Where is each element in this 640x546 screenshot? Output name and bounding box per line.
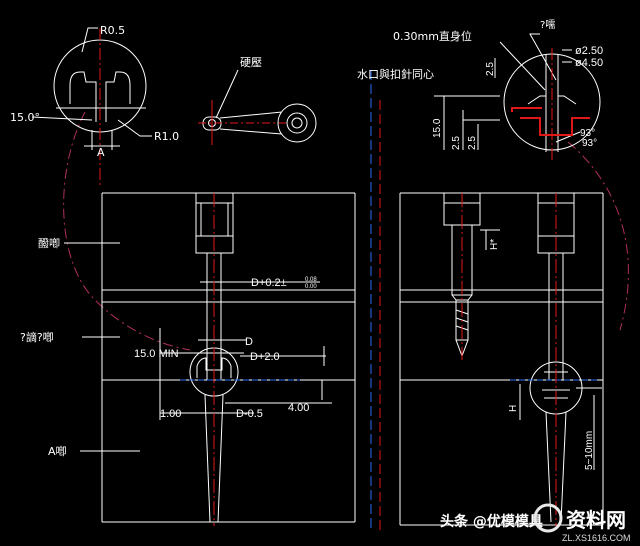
- angle-93-b: 93°: [582, 138, 597, 149]
- dim-2-5-b: 2.5: [451, 136, 462, 150]
- left-detail-angle: 15.0°: [10, 111, 40, 124]
- pin-arm-bottom: [219, 128, 283, 135]
- pin-inner-ring: [291, 117, 303, 129]
- dim-2-5-a: 2.5: [485, 62, 496, 76]
- dim-d-minus-05: D-0.5: [236, 408, 263, 420]
- dim-h-star: H*: [489, 239, 500, 250]
- hardened-pin: [198, 69, 317, 145]
- dim-h: H: [508, 405, 519, 412]
- angle-93: 93°: [580, 128, 595, 139]
- dim-d-plus-2: D+2.0: [250, 351, 280, 363]
- watermark-site: 资料网: [566, 508, 626, 532]
- watermark-author: 头条 @优模模具: [440, 513, 543, 530]
- watermark: 头条 @优模模具 资料网 ZL.XS1616.COM: [440, 503, 631, 543]
- dia-4-50: ø4.50: [575, 57, 603, 69]
- right-section: [399, 192, 604, 526]
- concentric-title: 水口與扣針同心: [357, 67, 434, 81]
- pin-mid-ring: [286, 112, 308, 134]
- question-leader: [529, 33, 557, 81]
- left-phantom-arc: [63, 111, 191, 351]
- runner-wall-l: [204, 394, 211, 523]
- tol-upper: 0.08: [305, 277, 317, 283]
- left-groove-profile-r: [105, 71, 131, 122]
- right-detail-red-profile: [520, 117, 590, 136]
- dim-2-5-c: 2.5: [467, 136, 478, 150]
- dim-min: 15.0 MIN: [134, 348, 179, 360]
- dim-d: D: [245, 336, 253, 348]
- left-section: [64, 192, 356, 523]
- plate-mid-label: ?謫?喞: [20, 330, 54, 344]
- pin-outer-ring: [277, 103, 317, 143]
- question-label: ?嚅: [540, 19, 555, 31]
- r10-leader: [117, 119, 152, 137]
- hardened-label: 硬壓: [240, 56, 262, 69]
- dim-4-00: 4.00: [288, 402, 309, 414]
- tol-lower: 0.00: [305, 284, 317, 290]
- watermark-url: ZL.XS1616.COM: [562, 533, 631, 543]
- plate-top-label: 醱喞: [38, 236, 60, 250]
- dia-2-50: ø2.50: [575, 45, 603, 57]
- hardened-leader: [215, 69, 239, 119]
- left-detail-a: A: [97, 146, 105, 159]
- right-phantom-arc: [567, 141, 629, 331]
- left-groove-profile: [69, 71, 97, 122]
- right-groove-l: [527, 95, 546, 105]
- plate-bottom-label: A喞: [48, 444, 67, 458]
- watermark-logo: [533, 503, 563, 533]
- dim-15-0: 15.0: [432, 118, 443, 138]
- angle-leader-r: [555, 131, 581, 143]
- angle-leader: [31, 116, 93, 121]
- dim-d-plus-02: D+0.2±: [251, 277, 287, 289]
- straight-section-label: 0.30mm直身位: [393, 29, 472, 43]
- r05-leader: [81, 27, 98, 53]
- left-detail-r10: R1.0: [154, 130, 179, 143]
- break-lines: [370, 70, 381, 530]
- r-runner-r: [560, 411, 567, 523]
- dim-5-10: 5~10mm: [584, 431, 595, 470]
- phantom-arcs: [63, 111, 629, 351]
- right-detail-red-step: [511, 107, 542, 112]
- dim-1-00: 1.00: [160, 408, 181, 420]
- right-groove-r: [558, 95, 577, 105]
- left-detail-r05: R0.5: [100, 24, 125, 37]
- straight-leader: [499, 41, 546, 91]
- runner-wall-r: [217, 394, 224, 523]
- pin-arm-top: [219, 111, 283, 119]
